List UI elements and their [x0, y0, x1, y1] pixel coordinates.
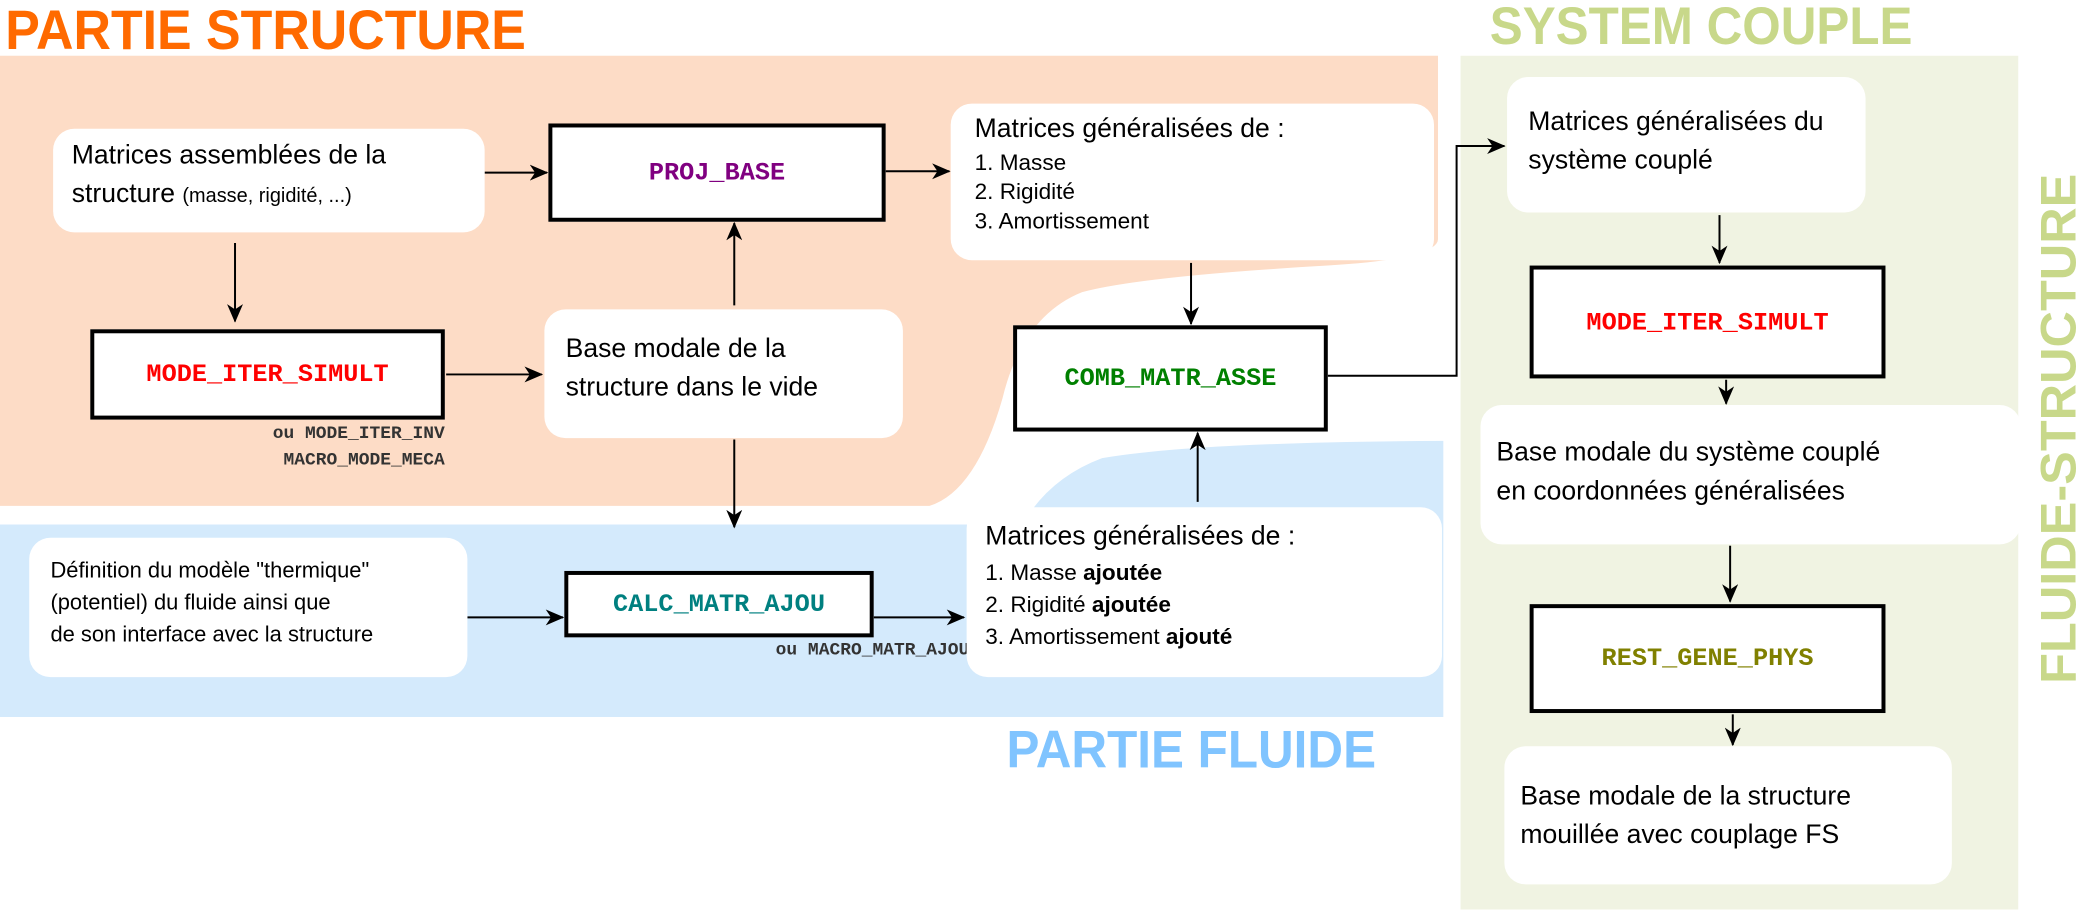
- mode-iter-simult-coupled-box: MODE_ITER_SIMULT: [1529, 265, 1886, 379]
- list-item: 1. Masse ajoutée: [985, 560, 1163, 586]
- text: Matrices généralisées de :: [974, 114, 1285, 144]
- text: ou MODE_ITER_INV: [272, 424, 445, 445]
- added-matrices-box: Matrices généralisées de : 1. Masse ajou…: [966, 507, 1442, 678]
- text: structure dans le vide: [565, 373, 819, 403]
- text: Matrices généralisées du: [1528, 107, 1824, 137]
- arrows: [227, 138, 1741, 747]
- command-label: PROJ_BASE: [648, 158, 786, 188]
- calc-matr-ajou-box: CALC_MATR_AJOU: [564, 570, 874, 638]
- command-label: REST_GENE_PHYS: [1601, 643, 1814, 674]
- text: Base modale de la: [565, 334, 786, 364]
- text: ou MACRO_MATR_AJOU: [775, 641, 970, 662]
- list-item: 3. Amortissement: [974, 208, 1149, 234]
- alternative-commands: ou MODE_ITER_INV MACRO_MODE_MECA: [199, 422, 445, 474]
- text: Base modale de la structure: [1520, 782, 1851, 812]
- list-item: 1. Masse: [974, 150, 1067, 176]
- command-label: MODE_ITER_SIMULT: [146, 359, 389, 390]
- assembled-matrices-box: Matrices assemblées de la structure (mas…: [53, 128, 485, 233]
- command-label: COMB_MATR_ASSE: [1064, 363, 1277, 394]
- text: (potentiel) du fluide ainsi que: [50, 590, 331, 615]
- text: Matrices généralisées de :: [985, 521, 1296, 552]
- proj-base-box: PROJ_BASE: [548, 123, 886, 222]
- system-title: SYSTEM COUPLE: [1489, 0, 1913, 56]
- rest-gene-phys-box: REST_GENE_PHYS: [1529, 604, 1886, 714]
- alternative-command-fluide: ou MACRO_MATR_AJOU: [704, 639, 970, 665]
- text: MACRO_MODE_MECA: [283, 450, 445, 471]
- fluide-structure-title: FLUIDE-STRUCTURE: [2031, 173, 2082, 684]
- command-label: MODE_ITER_SIMULT: [1586, 307, 1829, 337]
- text: Matrices assemblées de la: [71, 140, 387, 170]
- text: Base modale du système couplé: [1496, 438, 1881, 468]
- text: Définition du modèle "thermique": [50, 559, 370, 583]
- text: de son interface avec la structure: [50, 622, 374, 647]
- mode-iter-simult-box: MODE_ITER_SIMULT: [90, 329, 445, 420]
- text: système couplé: [1528, 146, 1713, 176]
- text: en coordonnées généralisées: [1496, 476, 1845, 506]
- command-label: CALC_MATR_AJOU: [613, 589, 825, 619]
- coupled-base-box: Base modale du système couplé en coordon…: [1480, 404, 2021, 545]
- list-item: 2. Rigidité: [974, 179, 1075, 205]
- generalized-matrices-box: Matrices généralisées de : 1. Masse 2. R…: [950, 103, 1435, 261]
- comb-matr-asse-box: COMB_MATR_ASSE: [1013, 325, 1328, 432]
- fluid-model-box: Définition du modèle "thermique" (potent…: [29, 537, 468, 678]
- arrow: [1327, 138, 1506, 377]
- list-item: 2. Rigidité ajoutée: [985, 592, 1171, 618]
- text: mouillée avec couplage FS: [1520, 820, 1840, 850]
- wet-structure-base-box: Base modale de la structure mouillée ave…: [1504, 746, 1952, 885]
- list-item: 3. Amortissement ajouté: [985, 624, 1233, 650]
- structure-title: PARTIE STRUCTURE: [5, 0, 526, 62]
- text: structure: [71, 179, 176, 209]
- base-modale-vide-box: Base modale de la structure dans le vide: [544, 309, 903, 439]
- fluide-title: PARTIE FLUIDE: [1006, 720, 1377, 780]
- coupled-matrices-box: Matrices généralisées du système couplé: [1507, 77, 1866, 213]
- text: (masse, rigidité, ...): [182, 184, 352, 208]
